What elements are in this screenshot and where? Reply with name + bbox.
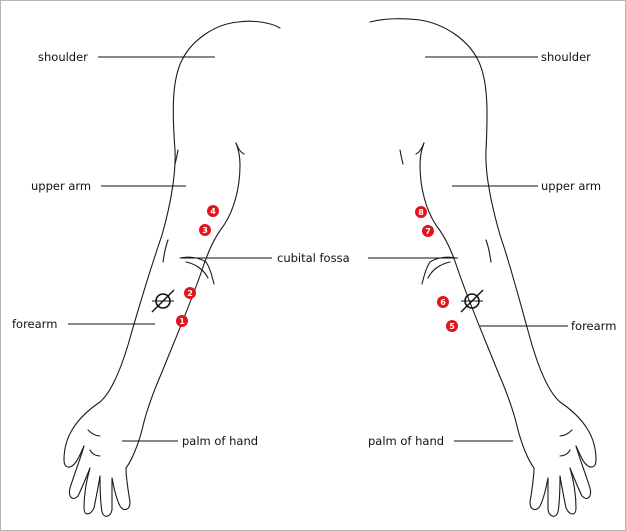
marker-4-number: 4 <box>210 207 216 216</box>
marker-6: 6 <box>437 296 449 308</box>
marker-8: 8 <box>415 206 427 218</box>
label-upper-arm-left: upper arm <box>31 179 91 193</box>
marker-1-number: 1 <box>179 317 185 326</box>
label-palm-left: palm of hand <box>182 434 258 448</box>
marker-2-number: 2 <box>187 289 193 298</box>
marker-3: 3 <box>199 224 211 236</box>
crosshair-target-icon <box>461 290 483 312</box>
marker-7-number: 7 <box>425 227 431 236</box>
label-shoulder-left: shoulder <box>38 50 88 64</box>
marker-3-number: 3 <box>202 226 208 235</box>
marker-7: 7 <box>422 225 434 237</box>
label-cubital-fossa: cubital fossa <box>277 251 350 265</box>
label-forearm-right: forearm <box>571 319 616 333</box>
marker-6-number: 6 <box>440 298 446 307</box>
marker-5: 5 <box>446 320 458 332</box>
marker-5-number: 5 <box>449 322 455 331</box>
label-palm-right: palm of hand <box>368 434 444 448</box>
marker-8-number: 8 <box>418 208 424 217</box>
marker-2: 2 <box>184 287 196 299</box>
label-upper-arm-right: upper arm <box>541 179 601 193</box>
crosshair-target-icon <box>152 290 174 312</box>
marker-4: 4 <box>207 205 219 217</box>
label-shoulder-right: shoulder <box>541 50 591 64</box>
marker-1: 1 <box>176 315 188 327</box>
label-forearm-left: forearm <box>12 317 57 331</box>
